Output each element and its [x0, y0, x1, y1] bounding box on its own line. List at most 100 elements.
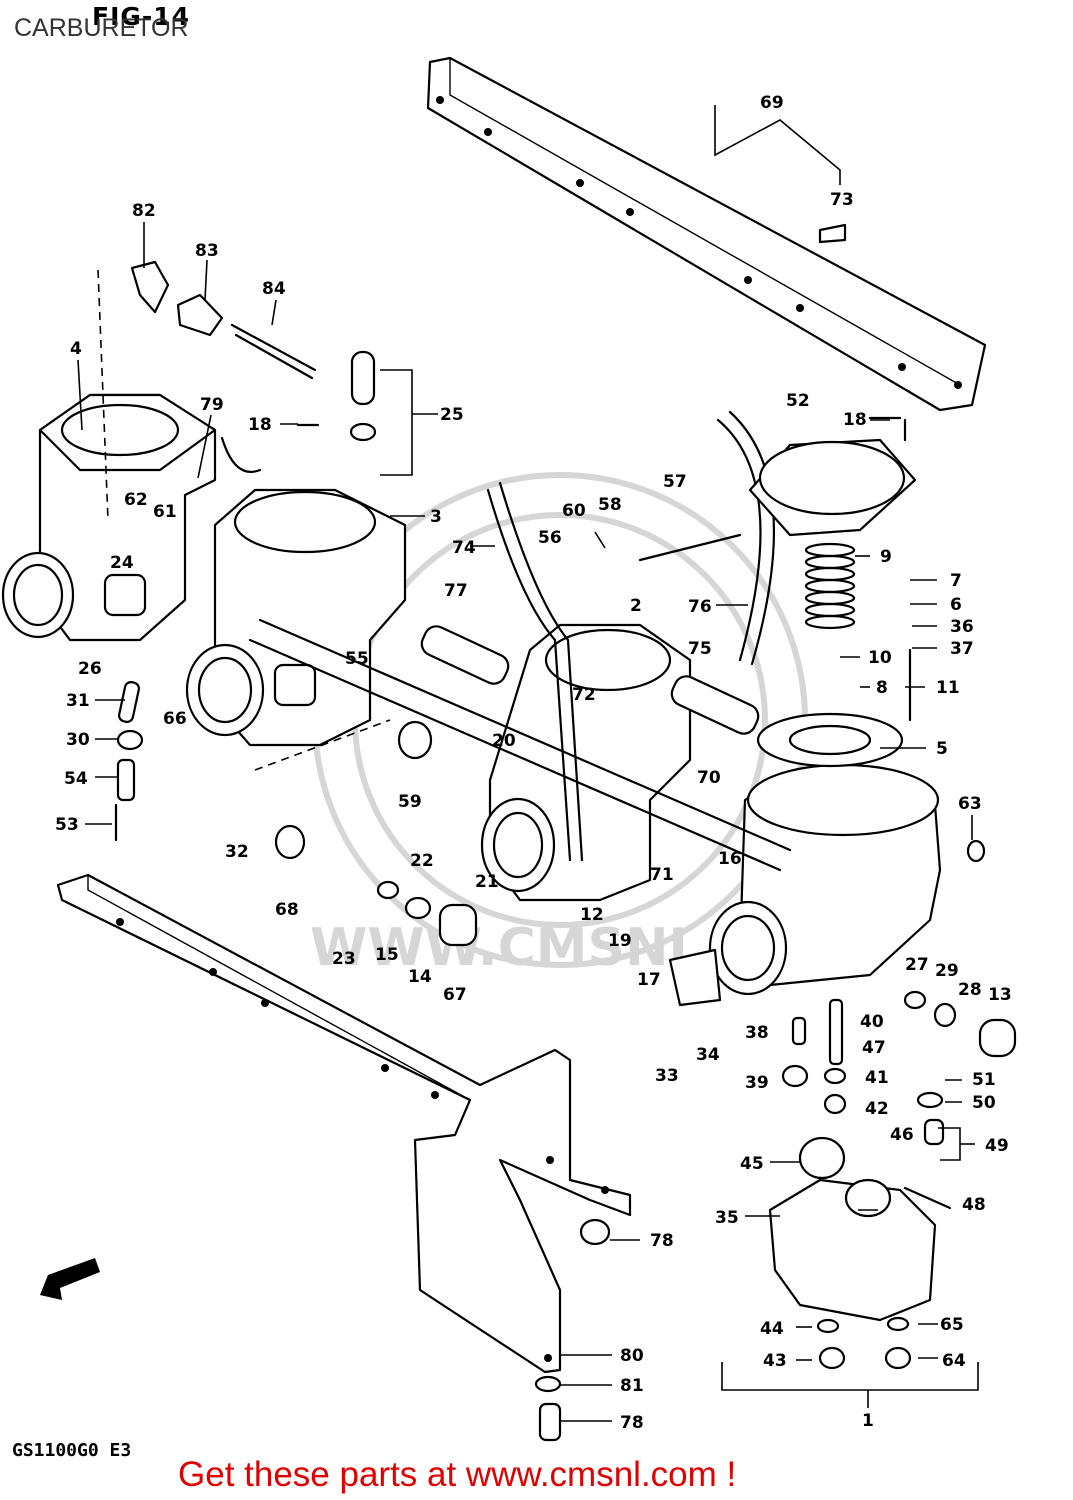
callout-9: 9 — [880, 547, 892, 567]
callout-15: 15 — [375, 945, 399, 965]
fuel-fittings — [420, 625, 760, 735]
callout-32: 32 — [225, 842, 249, 862]
callout-55: 55 — [345, 649, 369, 669]
leader-lines — [77, 105, 979, 1422]
buy-parts-link[interactable]: Get these parts at www.cmsnl.com ! — [178, 1455, 737, 1494]
callout-44: 44 — [760, 1319, 784, 1339]
callout-20: 20 — [492, 731, 516, 751]
callout-70: 70 — [697, 768, 721, 788]
callout-67: 67 — [443, 985, 467, 1005]
callout-22: 22 — [410, 851, 434, 871]
callout-50: 50 — [972, 1093, 996, 1113]
callout-82: 82 — [132, 201, 156, 221]
callout-77: 77 — [444, 581, 468, 601]
callout-36: 36 — [950, 617, 974, 637]
callout-41: 41 — [865, 1068, 889, 1088]
callout-27: 27 — [905, 955, 929, 975]
callout-53: 53 — [55, 815, 79, 835]
callout-66: 66 — [163, 709, 187, 729]
callout-75: 75 — [688, 639, 712, 659]
callout-74: 74 — [452, 538, 476, 558]
callout-43: 43 — [763, 1351, 787, 1371]
callout-33: 33 — [655, 1066, 679, 1086]
callout-49: 49 — [985, 1136, 1009, 1156]
callout-71: 71 — [650, 865, 674, 885]
callout-52: 52 — [786, 391, 810, 411]
top-bracket — [426, 56, 987, 412]
callout-84: 84 — [262, 279, 286, 299]
callout-34: 34 — [696, 1045, 720, 1065]
callout-78: 78 — [650, 1231, 674, 1251]
callout-31: 31 — [66, 691, 90, 711]
callout-56: 56 — [538, 528, 562, 548]
callout-69: 69 — [760, 93, 784, 113]
top-cap-assembly — [748, 438, 917, 768]
callout-64: 64 — [942, 1351, 966, 1371]
callout-39: 39 — [745, 1073, 769, 1093]
callout-10: 10 — [868, 648, 892, 668]
callout-76: 76 — [688, 597, 712, 617]
callout-28: 28 — [958, 980, 982, 1000]
callout-51: 51 — [972, 1070, 996, 1090]
linkage-shaft — [97, 269, 792, 872]
callout-38: 38 — [745, 1023, 769, 1043]
callout-5: 5 — [936, 739, 948, 759]
callout-2: 2 — [630, 596, 642, 616]
callout-18: 18 — [248, 415, 272, 435]
model-code: GS1100G0 E3 — [12, 1440, 132, 1461]
callout-62: 62 — [124, 490, 148, 510]
callout-48: 48 — [962, 1195, 986, 1215]
figure-number: FIG-14 — [92, 2, 191, 31]
callout-78: 78 — [620, 1413, 644, 1433]
callout-68: 68 — [275, 900, 299, 920]
lower-bracket — [56, 873, 632, 1374]
callout-26: 26 — [78, 659, 102, 679]
callout-7: 7 — [950, 571, 962, 591]
callout-37: 37 — [950, 639, 974, 659]
callout-12: 12 — [580, 905, 604, 925]
callout-14: 14 — [408, 967, 432, 987]
callout-30: 30 — [66, 730, 90, 750]
callout-45: 45 — [740, 1154, 764, 1174]
callout-46: 46 — [890, 1125, 914, 1145]
small-hardware — [114, 223, 1017, 1442]
float-bowl — [768, 1136, 952, 1322]
callout-6: 6 — [950, 595, 962, 615]
callout-8: 8 — [876, 678, 888, 698]
callout-4: 4 — [70, 339, 82, 359]
carburetor-4 — [1, 393, 217, 642]
front-direction-arrow — [40, 1258, 100, 1300]
carburetor-3 — [185, 488, 407, 747]
callout-47: 47 — [862, 1038, 886, 1058]
callout-59: 59 — [398, 792, 422, 812]
callout-54: 54 — [64, 769, 88, 789]
callout-3: 3 — [430, 507, 442, 527]
callout-58: 58 — [598, 495, 622, 515]
callout-63: 63 — [958, 794, 982, 814]
callout-40: 40 — [860, 1012, 884, 1032]
callout-18: 18 — [843, 410, 867, 430]
callout-42: 42 — [865, 1099, 889, 1119]
callout-80: 80 — [620, 1346, 644, 1366]
callout-25: 25 — [440, 405, 464, 425]
callout-83: 83 — [195, 241, 219, 261]
callout-13: 13 — [988, 985, 1012, 1005]
callout-35: 35 — [715, 1208, 739, 1228]
callout-72: 72 — [572, 685, 596, 705]
callout-23: 23 — [332, 949, 356, 969]
callout-79: 79 — [200, 395, 224, 415]
callout-11: 11 — [936, 678, 960, 698]
callout-60: 60 — [562, 501, 586, 521]
callout-61: 61 — [153, 502, 177, 522]
callout-73: 73 — [830, 190, 854, 210]
figure-title: CARBURETOR — [14, 14, 189, 42]
callout-65: 65 — [940, 1315, 964, 1335]
callout-19: 19 — [608, 931, 632, 951]
callout-57: 57 — [663, 472, 687, 492]
callout-81: 81 — [620, 1376, 644, 1396]
throttle-stop-parts — [130, 260, 377, 442]
callout-29: 29 — [935, 961, 959, 981]
callout-1: 1 — [862, 1411, 874, 1431]
